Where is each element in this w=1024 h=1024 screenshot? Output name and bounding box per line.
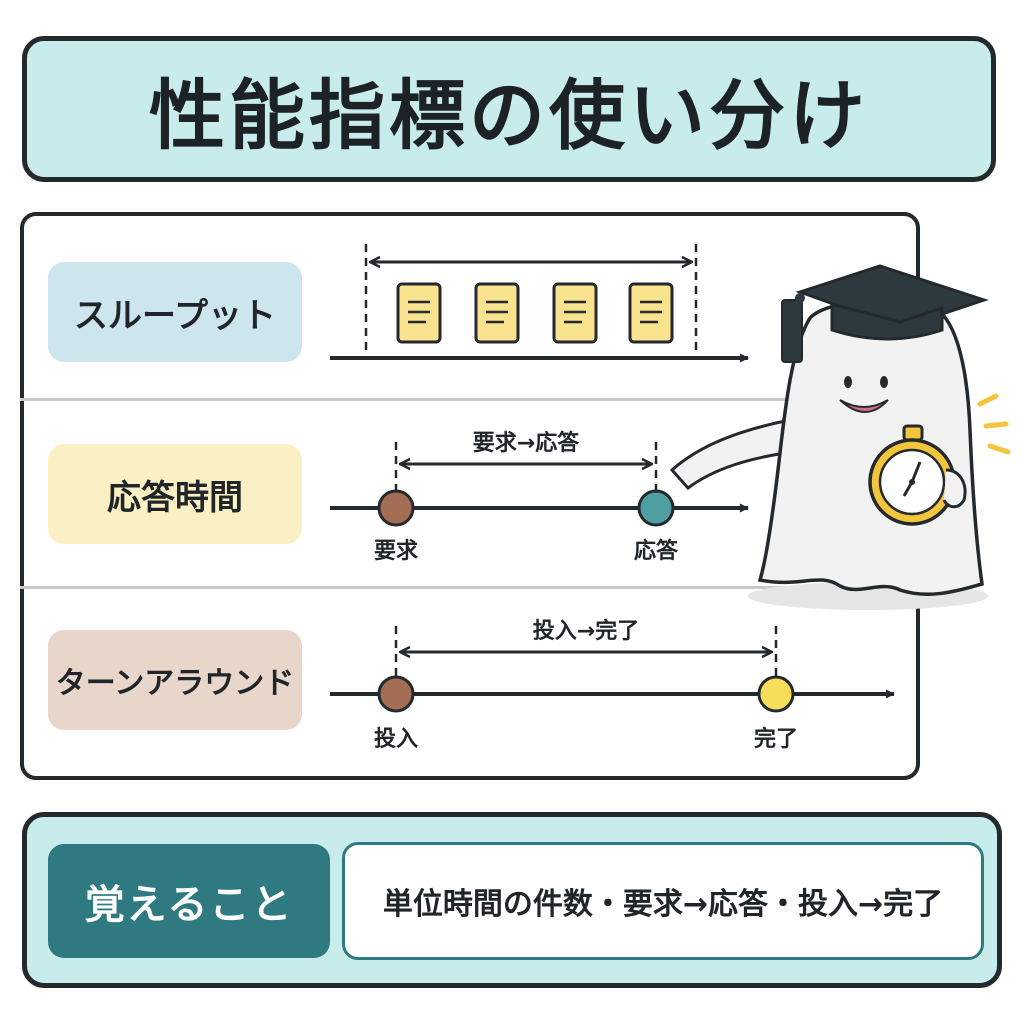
document-icon xyxy=(552,282,598,344)
document-icon xyxy=(396,282,442,344)
response-node xyxy=(637,489,675,527)
complete-label: 完了 xyxy=(754,726,798,752)
response-time-label: 応答時間 xyxy=(48,444,302,544)
row-divider-2 xyxy=(20,586,920,589)
document-icon xyxy=(474,282,520,344)
row-divider-1 xyxy=(20,398,920,401)
complete-node xyxy=(757,675,795,713)
submit-label: 投入 xyxy=(374,727,418,752)
page-title: 性能指標の使い分け xyxy=(149,71,869,160)
response-span-label: 要求→応答 xyxy=(473,430,580,456)
stopwatch-icon xyxy=(868,393,1011,526)
request-label: 要求 xyxy=(374,539,418,564)
response-label: 応答 xyxy=(634,538,679,564)
turnaround-span-label: 投入→完了 xyxy=(533,618,639,644)
graduation-cap-icon xyxy=(781,264,989,363)
memory-label: 覚えること xyxy=(48,844,330,958)
memory-text: 単位時間の件数・要求→応答・投入→完了 xyxy=(342,842,984,960)
title-banner: 性能指標の使い分け xyxy=(22,36,996,182)
submit-node xyxy=(377,675,415,713)
turnaround-timeline: 投入→完了 投入 完了 xyxy=(330,618,895,752)
response-time-timeline: 要求→応答 要求 応答 xyxy=(330,430,749,564)
document-icon xyxy=(628,282,674,344)
request-node xyxy=(377,489,415,527)
throughput-label: スループット xyxy=(48,262,302,362)
throughput-timeline xyxy=(330,244,749,363)
turnaround-label: ターンアラウンド xyxy=(48,630,302,730)
